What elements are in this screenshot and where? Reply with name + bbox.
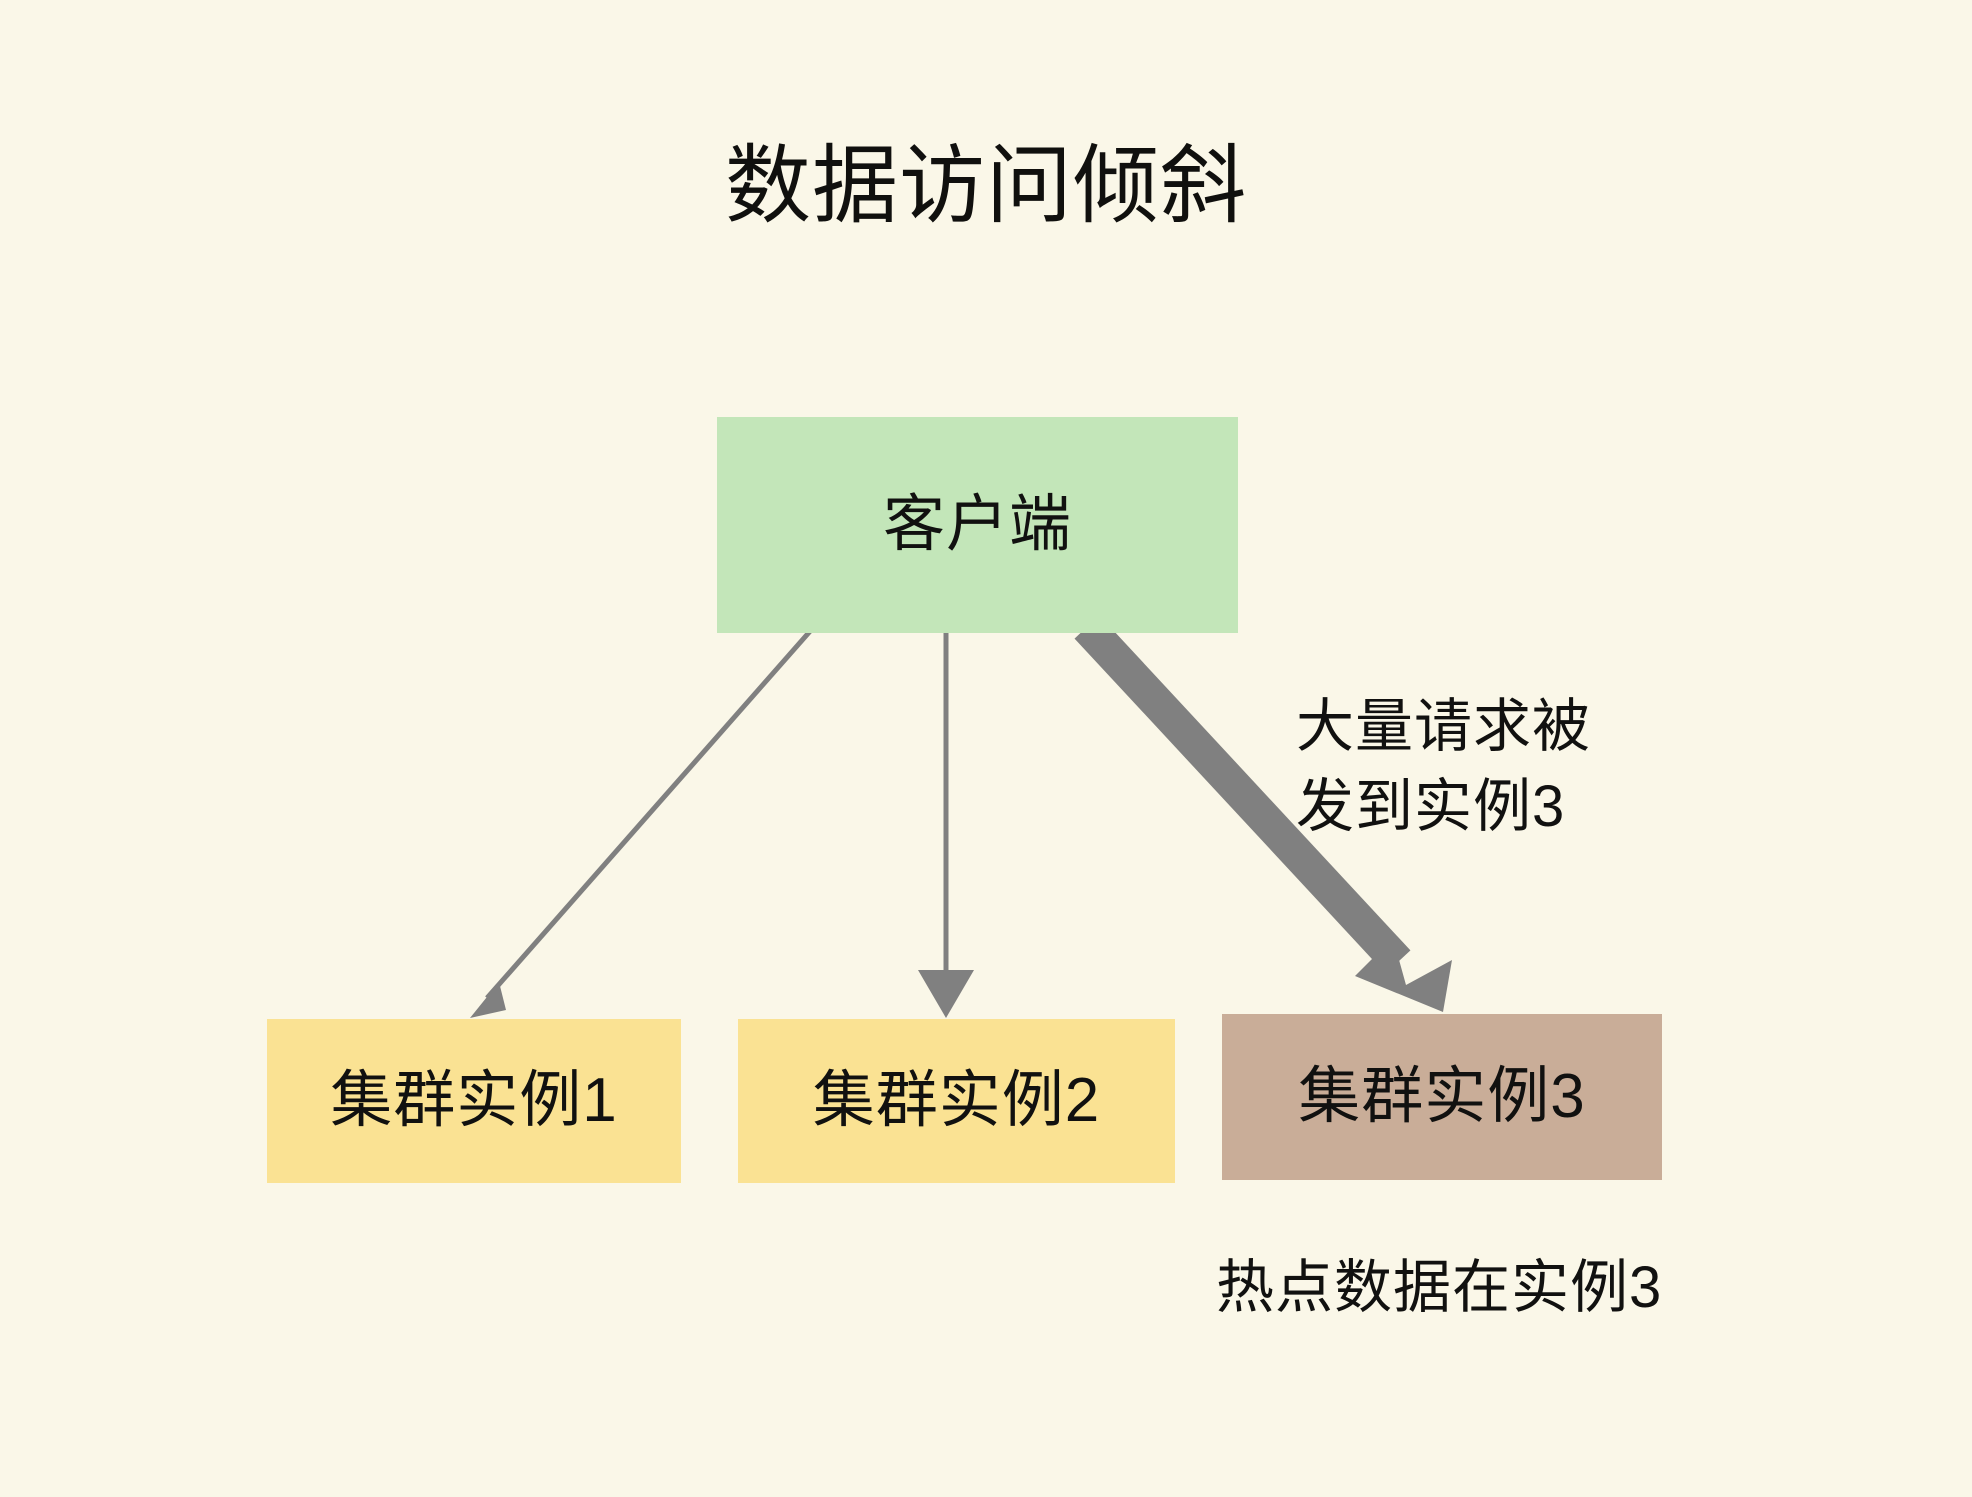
annotation-heavy-traffic: 大量请求被 发到实例3: [1296, 694, 1592, 840]
node-cluster-instance-3-label: 集群实例3: [1298, 1062, 1586, 1131]
edge-client-to-instance2: [918, 633, 974, 1018]
page-title: 数据访问倾斜: [725, 138, 1247, 234]
node-cluster-instance-2-label: 集群实例2: [812, 1066, 1101, 1135]
annotation-hot-data: 热点数据在实例3: [1216, 1255, 1663, 1320]
node-cluster-instance-3[interactable]: 集群实例3: [1222, 1014, 1662, 1180]
node-client-label: 客户端: [882, 490, 1072, 559]
node-cluster-instance-1-label: 集群实例1: [330, 1066, 618, 1135]
node-cluster-instance-1[interactable]: 集群实例1: [267, 1019, 681, 1183]
node-client[interactable]: 客户端: [717, 417, 1238, 633]
node-cluster-instance-2[interactable]: 集群实例2: [738, 1019, 1175, 1183]
edge-client-to-instance1: [470, 627, 814, 1018]
